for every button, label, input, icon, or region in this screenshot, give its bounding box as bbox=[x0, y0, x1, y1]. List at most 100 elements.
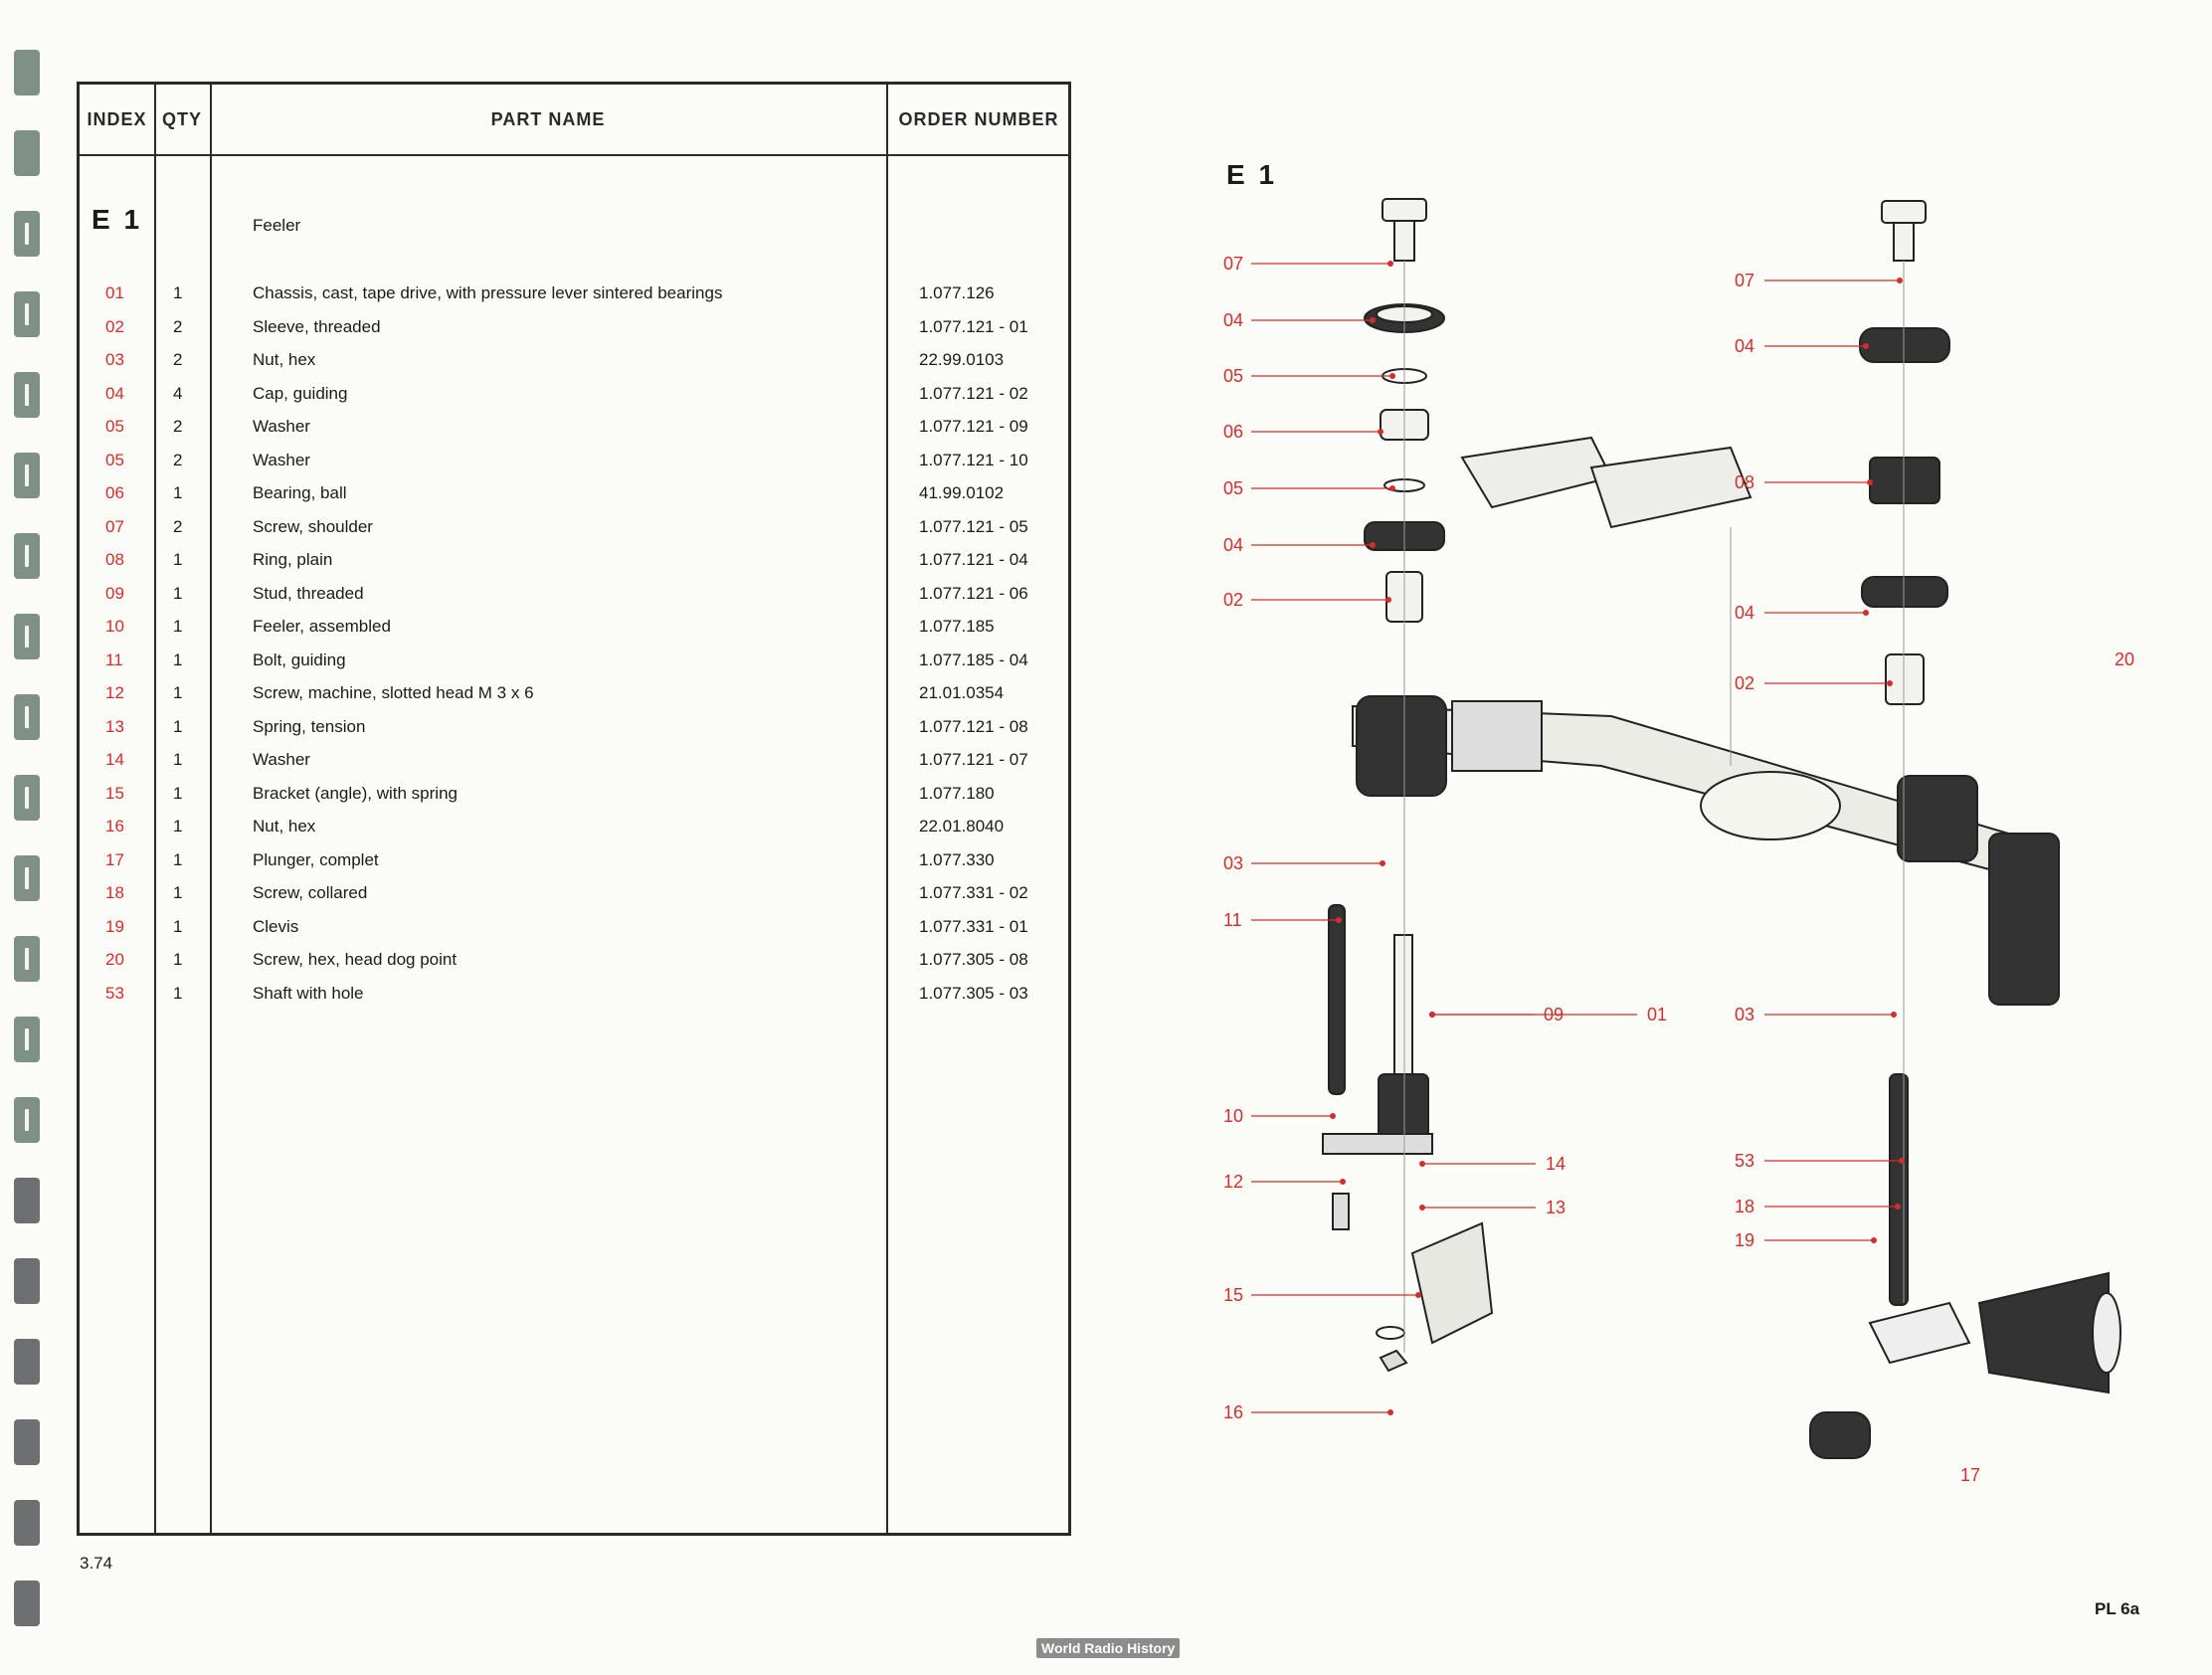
row-part-name: Nut, hex bbox=[253, 350, 316, 369]
row-index: 15 bbox=[105, 783, 124, 803]
row-qty: 1 bbox=[173, 817, 183, 836]
callout-dot bbox=[1370, 317, 1376, 323]
row-order-number: 1.077.121 - 04 bbox=[919, 550, 1028, 569]
row-qty: 4 bbox=[173, 383, 183, 403]
callout-number: 07 bbox=[1223, 254, 1243, 274]
row-part-name: Feeler, assembled bbox=[253, 617, 391, 636]
row-order-number: 1.077.121 - 02 bbox=[919, 383, 1028, 403]
row-order-number: 1.077.121 - 09 bbox=[919, 417, 1028, 436]
callout-number: 07 bbox=[1735, 271, 1754, 290]
row-index: 02 bbox=[105, 316, 124, 336]
row-qty: 1 bbox=[173, 483, 183, 502]
callout-number: 05 bbox=[1223, 366, 1243, 386]
binder-tab bbox=[14, 936, 40, 982]
row-order-number: 1.077.121 - 08 bbox=[919, 716, 1028, 736]
parts-table: INDEX QTY PART NAME ORDER NUMBER E 1 Fee… bbox=[77, 82, 1071, 1536]
callout-dot bbox=[1419, 1205, 1425, 1210]
group-name: Feeler bbox=[253, 216, 301, 235]
exploded-diagram: E 1 bbox=[1223, 159, 2134, 1485]
binder-tab bbox=[14, 1339, 40, 1385]
callout-number: 02 bbox=[1223, 590, 1243, 610]
row-index: 08 bbox=[105, 550, 124, 569]
callout-dot bbox=[1387, 261, 1393, 267]
row-order-number: 1.077.121 - 07 bbox=[919, 750, 1028, 769]
callout-number: 17 bbox=[1960, 1465, 1980, 1485]
row-part-name: Sleeve, threaded bbox=[253, 316, 381, 336]
row-index: 11 bbox=[105, 650, 123, 669]
row-order-number: 1.077.185 - 04 bbox=[919, 650, 1028, 669]
callout-number: 10 bbox=[1223, 1106, 1243, 1126]
table-row: 05 2 Washer 1.077.121 - 10 bbox=[80, 451, 1068, 480]
row-order-number: 1.077.121 - 05 bbox=[919, 516, 1028, 536]
callout-dot bbox=[1387, 1409, 1393, 1415]
lower-right-parts bbox=[1809, 1073, 2121, 1459]
row-part-name: Washer bbox=[253, 750, 310, 769]
row-part-name: Clevis bbox=[253, 916, 299, 936]
callout-number: 04 bbox=[1223, 535, 1243, 555]
callout-number: 14 bbox=[1546, 1154, 1566, 1174]
row-index: 13 bbox=[105, 716, 124, 736]
binder-tab bbox=[14, 694, 40, 740]
row-order-number: 1.077.331 - 01 bbox=[919, 916, 1028, 936]
callout-number: 02 bbox=[1735, 673, 1754, 693]
row-part-name: Chassis, cast, tape drive, with pressure… bbox=[253, 283, 723, 302]
row-qty: 1 bbox=[173, 716, 183, 736]
row-part-name: Plunger, complet bbox=[253, 849, 379, 869]
row-qty: 1 bbox=[173, 883, 183, 902]
row-part-name: Shaft with hole bbox=[253, 983, 364, 1003]
row-part-name: Screw, machine, slotted head M 3 x 6 bbox=[253, 683, 534, 702]
callout-dot bbox=[1389, 373, 1395, 379]
callout-number: 03 bbox=[1223, 853, 1243, 873]
row-order-number: 1.077.185 bbox=[919, 617, 995, 636]
row-qty: 2 bbox=[173, 350, 183, 369]
plate-number: PL 6a bbox=[2095, 1599, 2140, 1618]
binder-tab bbox=[14, 533, 40, 579]
callout-number: 16 bbox=[1223, 1402, 1243, 1422]
binder-tab bbox=[14, 1500, 40, 1546]
row-part-name: Screw, hex, head dog point bbox=[253, 950, 458, 969]
binder-tab bbox=[14, 1258, 40, 1304]
callout-number: 04 bbox=[1735, 603, 1754, 623]
row-index: 03 bbox=[105, 350, 124, 369]
callout-number: 03 bbox=[1735, 1005, 1754, 1024]
row-qty: 1 bbox=[173, 617, 183, 636]
callout-number: 08 bbox=[1735, 472, 1754, 492]
row-index: 17 bbox=[105, 849, 124, 869]
row-part-name: Stud, threaded bbox=[253, 583, 364, 603]
row-qty: 2 bbox=[173, 450, 183, 469]
row-part-name: Washer bbox=[253, 417, 310, 436]
row-index: 09 bbox=[105, 583, 124, 603]
row-qty: 1 bbox=[173, 983, 183, 1003]
row-qty: 1 bbox=[173, 550, 183, 569]
callout-number: 20 bbox=[2115, 650, 2134, 669]
row-index: 20 bbox=[105, 950, 124, 969]
row-part-name: Bracket (angle), with spring bbox=[253, 783, 458, 803]
row-qty: 1 bbox=[173, 283, 183, 302]
row-order-number: 1.077.121 - 10 bbox=[919, 450, 1028, 469]
callout-dot bbox=[1887, 680, 1893, 686]
row-index: 05 bbox=[105, 450, 124, 469]
row-part-name: Washer bbox=[253, 450, 310, 469]
row-order-number: 1.077.121 - 06 bbox=[919, 583, 1028, 603]
row-qty: 2 bbox=[173, 516, 183, 536]
row-part-name: Bearing, ball bbox=[253, 483, 347, 502]
callout-dot bbox=[1871, 1237, 1877, 1243]
pressure-lever-plates bbox=[1460, 436, 1752, 529]
row-index: 01 bbox=[105, 283, 124, 302]
callout-dot bbox=[1370, 542, 1376, 548]
callout-dot bbox=[1863, 610, 1869, 616]
callout-number: 04 bbox=[1223, 310, 1243, 330]
callout-dot bbox=[1867, 479, 1873, 485]
callout-dot bbox=[1415, 1292, 1421, 1298]
row-order-number: 1.077.331 - 02 bbox=[919, 883, 1028, 902]
callout-number: 11 bbox=[1223, 910, 1242, 930]
